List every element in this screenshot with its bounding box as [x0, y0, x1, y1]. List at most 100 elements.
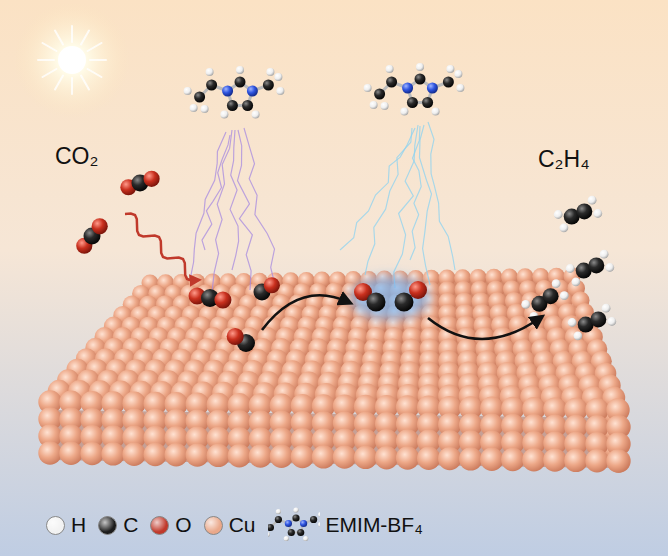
atom-h [201, 105, 209, 113]
atom-h [605, 263, 614, 272]
cu-atom [101, 442, 124, 465]
field-line [394, 125, 418, 288]
atom-o [214, 291, 231, 308]
atom-c [242, 100, 253, 111]
cu-atom [228, 444, 251, 467]
cu-atom [501, 448, 524, 471]
atom-h [574, 331, 583, 340]
atom-h [268, 532, 270, 537]
sun-ray [88, 69, 102, 77]
reaction-arrow [428, 318, 540, 339]
sun-ray [38, 59, 54, 61]
atom-n [222, 86, 233, 97]
atom-h [184, 87, 192, 95]
species-label: CO₂ [55, 144, 98, 169]
legend-item: EMIM-BF₄ [268, 506, 423, 544]
field-line [420, 125, 432, 285]
legend-swatch [46, 516, 65, 535]
legend-text: Cu [229, 513, 256, 537]
atom-h [446, 65, 454, 73]
sun-ray [90, 59, 106, 61]
molecules [76, 63, 616, 352]
field-line [202, 135, 230, 250]
atom-h [381, 102, 389, 110]
atom-o [264, 277, 280, 293]
field-line [340, 128, 415, 250]
atom-h [276, 87, 284, 95]
sun-rays [38, 26, 106, 94]
atom-n [402, 83, 413, 94]
molecule-icon [268, 506, 320, 544]
sun-ray [88, 43, 102, 51]
atom-h [607, 317, 616, 326]
cu-atom [607, 449, 630, 472]
atom-c [443, 77, 454, 88]
sun-glow [14, 2, 130, 118]
atom-h [206, 68, 214, 76]
sun-ray [55, 31, 63, 45]
atom-c [206, 80, 217, 91]
cu-atom [564, 449, 587, 472]
field-line [212, 130, 232, 292]
atom-c [543, 288, 559, 304]
legend: H CO Cu EMIM-BF₄ [46, 506, 423, 544]
atom-h [554, 210, 563, 219]
sun-core [58, 46, 86, 74]
atom-h [303, 536, 308, 541]
species-label: C₂H₄ [538, 147, 590, 172]
atom-c [415, 74, 426, 85]
atom-h [318, 522, 320, 527]
cu-atom [122, 443, 145, 466]
atom-c [374, 89, 385, 100]
atom-o [92, 218, 108, 234]
atom-h [370, 101, 378, 109]
atom-h [220, 111, 228, 119]
atom-h [432, 108, 440, 116]
atom-c [274, 516, 281, 523]
atom-h [386, 65, 394, 73]
cu-atom [186, 443, 209, 466]
legend-item: H [46, 513, 86, 537]
legend-text: C [123, 513, 138, 537]
atom-h [274, 73, 282, 81]
atom-c [310, 516, 317, 523]
sun-ray [71, 78, 73, 94]
atom-n [284, 520, 291, 527]
cu-atom [144, 443, 167, 466]
atom-h [552, 279, 561, 288]
atom-c [227, 100, 238, 111]
field-line [410, 126, 421, 260]
legend-item: C [98, 513, 138, 537]
atom-h [572, 277, 581, 286]
legend-text: EMIM-BF₄ [326, 513, 423, 537]
cu-atom [80, 442, 103, 465]
cu-atom [270, 445, 293, 468]
cu-atom [543, 448, 566, 471]
atom-c [292, 514, 299, 521]
atom-o [144, 171, 160, 187]
atom-h [521, 300, 530, 309]
cu-atom [59, 442, 82, 465]
atom-o [409, 281, 427, 299]
atom-h [275, 509, 280, 514]
atom-h [318, 512, 320, 517]
cu-atom [522, 448, 545, 471]
atom-h [593, 209, 602, 218]
atom-h [293, 507, 298, 512]
cu-atom [396, 446, 419, 469]
atom-c [588, 257, 604, 273]
atom-c [395, 293, 414, 312]
field-line [238, 130, 253, 290]
atom-c [268, 524, 274, 531]
atom-n [427, 83, 438, 94]
sun-ray [81, 76, 89, 90]
atom-h [252, 111, 260, 119]
atom-h [588, 196, 597, 205]
cu-atom [354, 446, 377, 469]
atom-c [576, 203, 592, 219]
cu-atom [312, 445, 335, 468]
cu-atom [249, 444, 272, 467]
cu-atom [291, 445, 314, 468]
legend-item: O [150, 513, 191, 537]
atom-h [454, 70, 462, 78]
